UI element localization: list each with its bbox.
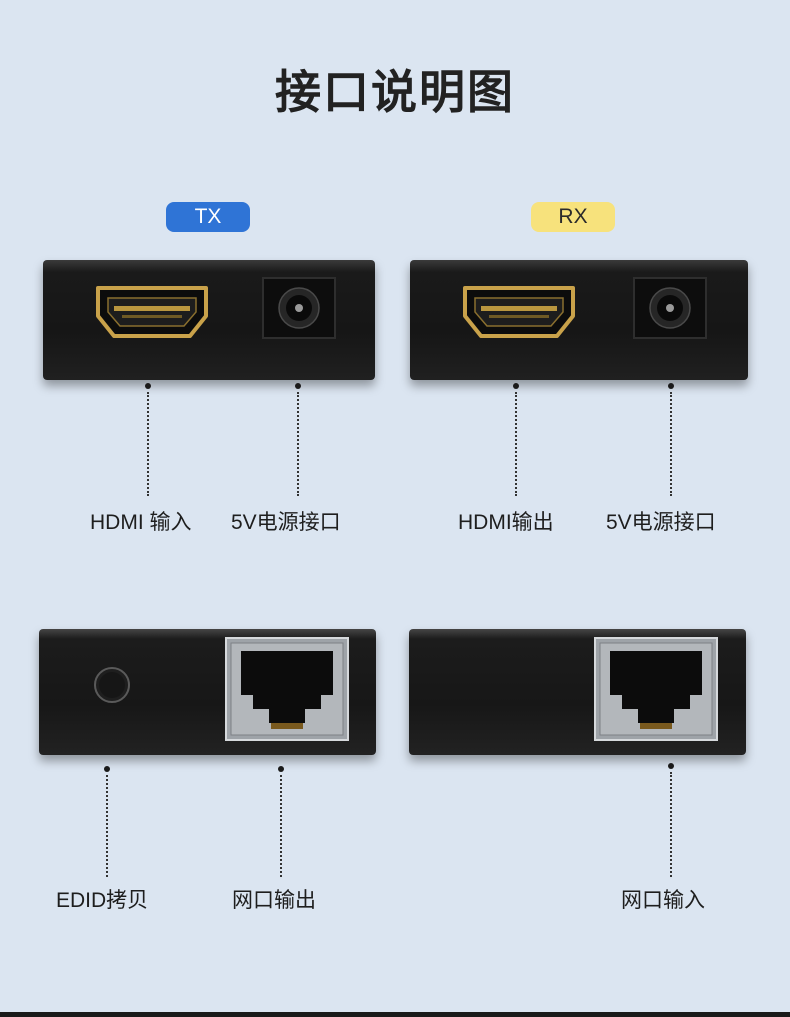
tx-power-leader-line <box>297 392 299 496</box>
rx-power-label: 5V电源接口 <box>606 511 716 534</box>
tx-lan-leader-line <box>280 775 282 877</box>
rj45-port-icon <box>225 637 349 741</box>
tx-back-panel <box>39 629 376 755</box>
tx-hdmi-leader-line <box>147 392 149 496</box>
rx-lan-leader-line <box>670 772 672 877</box>
rx-front-panel <box>410 260 748 380</box>
bottom-divider <box>0 1012 790 1017</box>
hdmi-port-icon <box>463 286 575 338</box>
page-title: 接口说明图 <box>275 65 515 119</box>
rx-lan-input-label: 网口输入 <box>621 889 705 912</box>
rj45-port-icon <box>594 637 718 741</box>
tx-front-panel <box>43 260 375 380</box>
dc-power-jack-icon <box>633 277 707 339</box>
rx-back-panel <box>409 629 746 755</box>
rx-hdmi-pointer-dot <box>513 383 519 389</box>
tx-hdmi-pointer-dot <box>145 383 151 389</box>
tx-edid-pointer-dot <box>104 766 110 772</box>
tx-lan-pointer-dot <box>278 766 284 772</box>
tx-power-pointer-dot <box>295 383 301 389</box>
tx-hdmi-input-label: HDMI 输入 <box>90 511 192 534</box>
tx-lan-output-label: 网口输出 <box>232 889 316 912</box>
rx-hdmi-output-label: HDMI输出 <box>458 511 554 534</box>
dc-power-jack-icon <box>262 277 336 339</box>
rx-hdmi-leader-line <box>515 392 517 496</box>
rx-power-pointer-dot <box>668 383 674 389</box>
rx-power-leader-line <box>670 392 672 496</box>
rx-badge: RX <box>531 202 615 232</box>
tx-power-label: 5V电源接口 <box>231 511 341 534</box>
rx-lan-pointer-dot <box>668 763 674 769</box>
tx-badge: TX <box>166 202 250 232</box>
tx-edid-copy-label: EDID拷贝 <box>56 889 149 912</box>
tx-edid-leader-line <box>106 775 108 877</box>
edid-button-icon <box>94 667 130 703</box>
hdmi-port-icon <box>96 286 208 338</box>
